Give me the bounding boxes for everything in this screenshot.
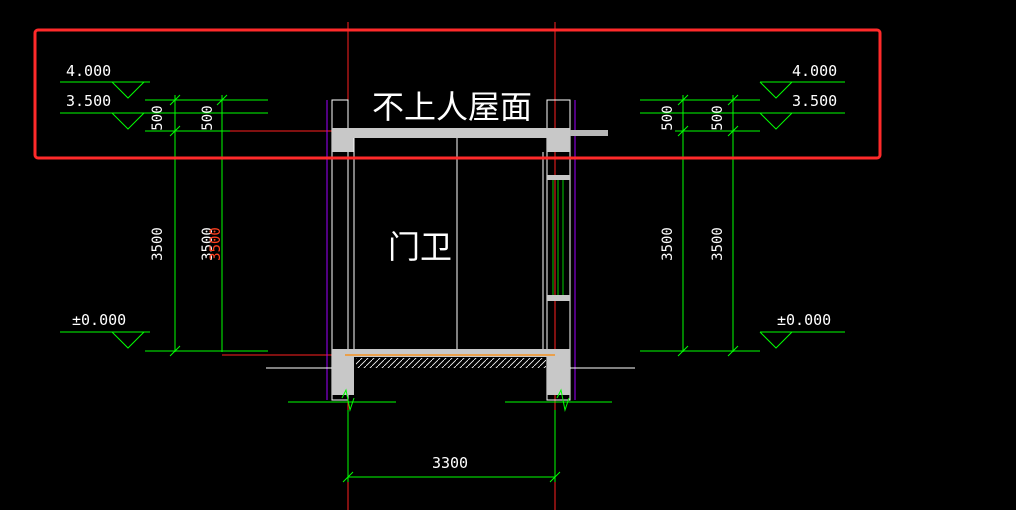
- left-elevation-top: 4.000: [66, 62, 111, 80]
- bottom-dim-width: 3300: [432, 454, 468, 472]
- highlight-box: [33, 28, 882, 160]
- left-dimension-lines: [145, 94, 268, 357]
- window-head: [547, 175, 570, 180]
- left-dim-parapet-inner: 500: [200, 105, 216, 130]
- right-beam: [547, 134, 570, 152]
- roof-slab: [332, 128, 570, 138]
- right-elevation-ground: ±0.000: [777, 311, 831, 329]
- right-elevation-markers: [640, 81, 845, 349]
- break-symbol-left: [341, 388, 355, 412]
- right-dim-height-inner: 3500: [660, 227, 676, 261]
- roof-overhang: [570, 130, 608, 136]
- left-footing: [332, 357, 354, 395]
- right-dimension-lines: [640, 94, 760, 357]
- bottom-dimension-line: [342, 410, 561, 483]
- right-elevation-top: 4.000: [792, 62, 837, 80]
- right-wall: [546, 99, 571, 401]
- left-wall: [331, 99, 349, 401]
- left-elevation-roof: 3.500: [66, 92, 111, 110]
- purple-lines: [326, 100, 576, 400]
- left-elevation-markers: [60, 81, 268, 349]
- roof-title: 不上人屋面: [372, 88, 532, 126]
- right-dim-parapet-inner: 500: [660, 105, 676, 130]
- left-dim-height-inner: 3500: [200, 227, 216, 261]
- left-beam: [332, 134, 354, 152]
- break-symbol-right: [556, 388, 570, 412]
- window-sill: [547, 295, 570, 301]
- floor-slab: [332, 349, 570, 357]
- left-elevation-ground: ±0.000: [72, 311, 126, 329]
- right-dim-height-outer: 3500: [710, 227, 726, 261]
- floor-hatch: [356, 358, 546, 368]
- left-dim-height-red: 3500: [208, 227, 224, 261]
- building-section: [266, 99, 635, 412]
- right-elevation-roof: 3.500: [792, 92, 837, 110]
- left-dim-parapet-outer: 500: [150, 105, 166, 130]
- room-label: 门卫: [388, 228, 452, 266]
- left-dim-height-outer: 3500: [150, 227, 166, 261]
- right-dim-parapet-outer: 500: [710, 105, 726, 130]
- window-glazing: [552, 180, 564, 295]
- right-footing: [547, 357, 570, 395]
